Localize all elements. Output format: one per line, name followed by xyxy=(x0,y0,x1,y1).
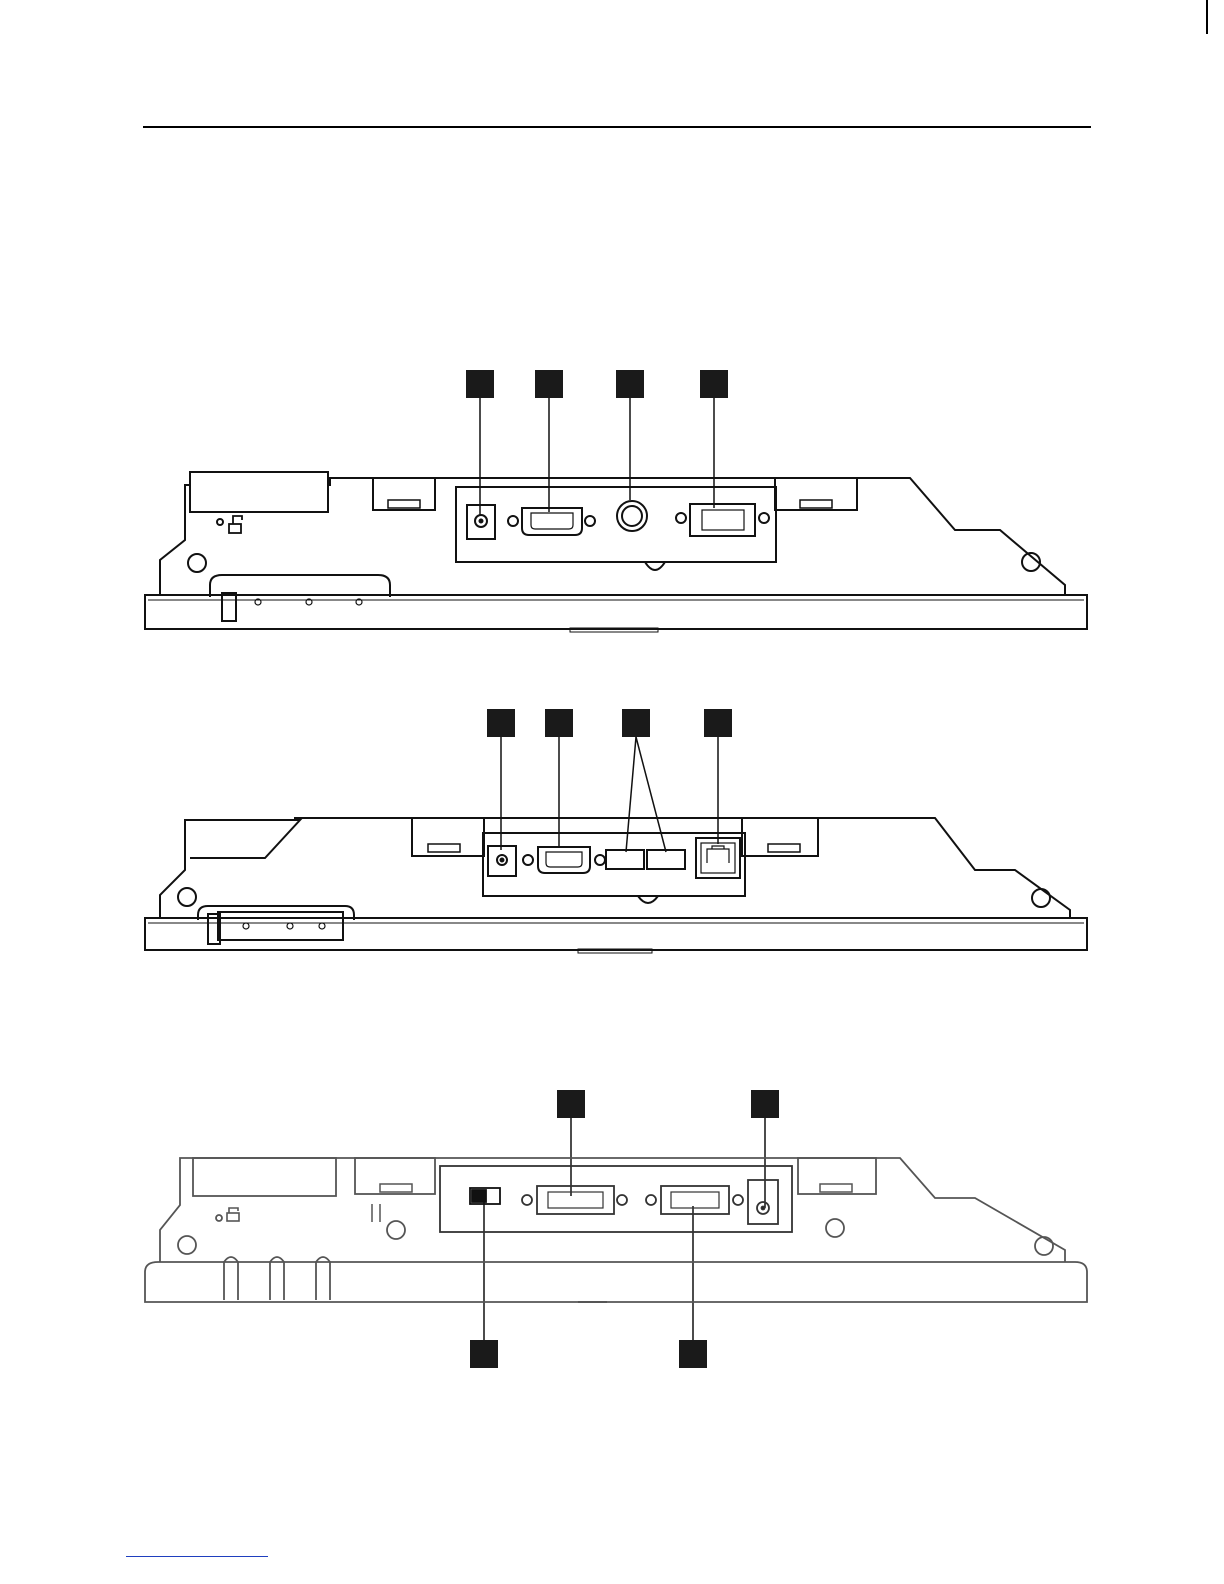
callout-2-2 xyxy=(545,709,573,737)
right-clip xyxy=(775,478,857,510)
screw-hole-left xyxy=(178,1236,196,1254)
callout-1-3 xyxy=(616,370,644,398)
figure-2-housing xyxy=(145,818,1087,953)
serial-connector-icon xyxy=(676,504,769,536)
connector-right-icon xyxy=(646,1186,743,1214)
footer-link-underline[interactable] xyxy=(126,1556,268,1557)
left-clip-slot xyxy=(380,1184,412,1192)
figure-2-io-panel xyxy=(483,833,745,903)
figure-3-housing xyxy=(145,1158,1087,1302)
unlock-icon xyxy=(229,516,242,533)
left-clip xyxy=(412,818,484,856)
io-panel-bottom-notch xyxy=(638,896,658,903)
header-rule xyxy=(143,126,1091,128)
figure-1-diagram xyxy=(0,360,1224,640)
release-latch xyxy=(193,1158,336,1196)
slide-switch-icon xyxy=(470,1188,500,1204)
right-clip-slot xyxy=(768,844,800,852)
leader-2-3b xyxy=(636,737,666,852)
figure-1-housing xyxy=(145,472,1087,632)
vga-connector-icon xyxy=(508,508,595,535)
screw-hole-center-right xyxy=(826,1219,844,1237)
screw-hole-right xyxy=(1032,889,1050,907)
screw-hole-left xyxy=(188,554,206,572)
figure-2-callouts xyxy=(487,709,732,852)
right-clip-slot xyxy=(800,500,832,508)
lock-icon xyxy=(227,1208,239,1221)
page-edge-mark xyxy=(1206,0,1208,34)
screw-hole-center-left xyxy=(387,1221,405,1239)
foot-3 xyxy=(316,1257,330,1300)
tab xyxy=(222,593,236,621)
callout-2-3 xyxy=(622,709,650,737)
round-audio-jack-icon xyxy=(617,501,647,531)
left-clip xyxy=(355,1158,435,1194)
slot-insert xyxy=(218,912,343,940)
foot-1 xyxy=(224,1257,238,1300)
leader-2-3a xyxy=(626,737,636,852)
callout-3-4 xyxy=(679,1340,707,1368)
io-panel xyxy=(440,1166,792,1232)
figure-2-diagram xyxy=(0,700,1224,960)
lock-dot xyxy=(217,519,223,525)
right-clip xyxy=(798,1158,876,1194)
vga-connector-icon xyxy=(523,847,605,873)
left-clip-slot xyxy=(428,844,460,852)
cover-dot-2 xyxy=(287,923,293,929)
cover-dot-1 xyxy=(243,923,249,929)
release-latch xyxy=(190,820,300,858)
figure-3-io-panel xyxy=(440,1166,792,1232)
release-latch xyxy=(190,472,328,512)
foot-2 xyxy=(270,1257,284,1300)
left-clip xyxy=(373,478,435,510)
usb-port-1-icon xyxy=(606,850,644,869)
body-outline xyxy=(160,1158,1065,1262)
lock-dot xyxy=(216,1215,222,1221)
io-panel-bottom-notch xyxy=(645,562,665,570)
connector-left-icon xyxy=(522,1186,627,1214)
callout-2-4 xyxy=(704,709,732,737)
screw-hole-right xyxy=(1035,1237,1053,1255)
right-clip xyxy=(742,818,818,856)
callout-1-1 xyxy=(466,370,494,398)
callout-1-4 xyxy=(700,370,728,398)
power-jack-icon xyxy=(488,846,516,876)
callout-3-3 xyxy=(470,1340,498,1368)
callout-3-1 xyxy=(557,1090,585,1118)
figure-1-callouts xyxy=(466,370,728,515)
figure-3-diagram xyxy=(0,1080,1224,1380)
figure-3-callouts xyxy=(470,1090,779,1368)
figure-1-io-panel xyxy=(456,487,776,570)
power-jack-icon xyxy=(467,505,495,539)
screw-hole-left xyxy=(178,888,196,906)
bezel xyxy=(145,1262,1087,1302)
io-panel xyxy=(456,487,776,562)
cover-dot-3 xyxy=(319,923,325,929)
callout-3-2 xyxy=(751,1090,779,1118)
right-clip-slot xyxy=(820,1184,852,1192)
callout-2-1 xyxy=(487,709,515,737)
left-clip-slot xyxy=(388,500,420,508)
usb-port-2-icon xyxy=(647,850,685,869)
callout-1-2 xyxy=(535,370,563,398)
power-jack-icon xyxy=(748,1180,778,1224)
slot-mark xyxy=(372,1204,380,1222)
